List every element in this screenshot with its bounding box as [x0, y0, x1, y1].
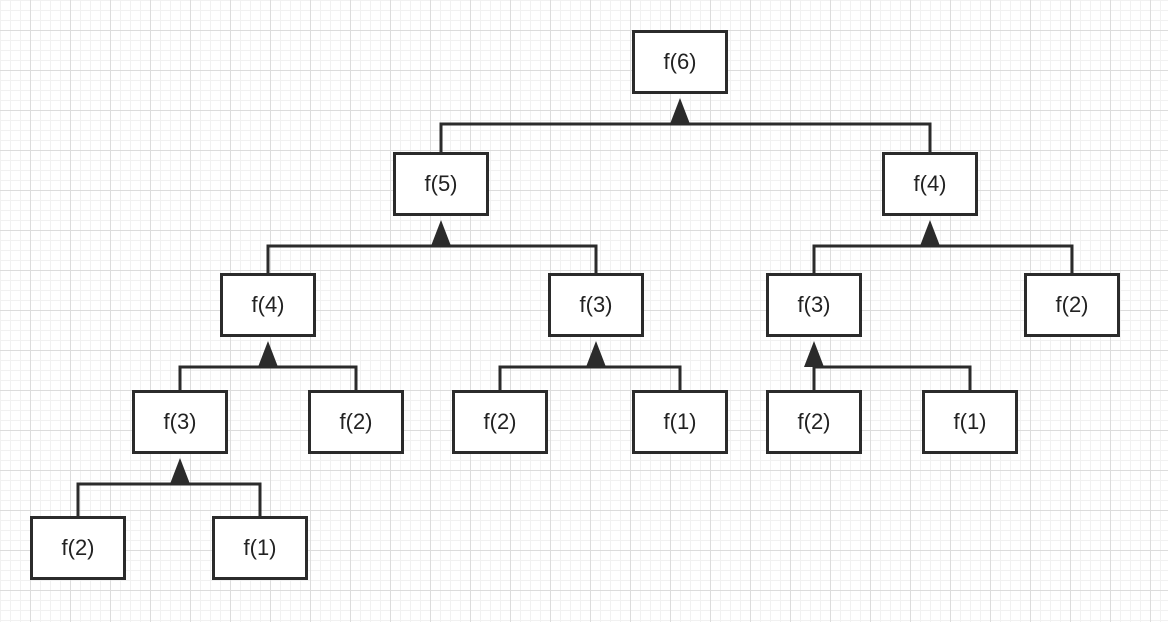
- node-f2-d[interactable]: f(2): [30, 516, 126, 580]
- node-f2-right[interactable]: f(2): [1024, 273, 1120, 337]
- node-f2-a[interactable]: f(2): [308, 390, 404, 454]
- arrow-up-icon: [586, 341, 606, 367]
- node-f3-middle[interactable]: f(3): [548, 273, 644, 337]
- node-f4-left[interactable]: f(4): [220, 273, 316, 337]
- arrow-up-icon: [920, 220, 940, 246]
- node-f2-c[interactable]: f(2): [766, 390, 862, 454]
- node-f6-root[interactable]: f(6): [632, 30, 728, 94]
- arrow-up-icon: [258, 341, 278, 367]
- arrow-up-icon: [170, 458, 190, 484]
- node-f4-right[interactable]: f(4): [882, 152, 978, 216]
- arrow-up-icon: [804, 341, 824, 367]
- node-f5[interactable]: f(5): [393, 152, 489, 216]
- node-f1-b[interactable]: f(1): [922, 390, 1018, 454]
- node-f1-c[interactable]: f(1): [212, 516, 308, 580]
- node-f1-a[interactable]: f(1): [632, 390, 728, 454]
- node-f3-left[interactable]: f(3): [132, 390, 228, 454]
- arrow-up-icon: [670, 98, 690, 124]
- node-f3-right[interactable]: f(3): [766, 273, 862, 337]
- node-f2-b[interactable]: f(2): [452, 390, 548, 454]
- arrow-up-icon: [431, 220, 451, 246]
